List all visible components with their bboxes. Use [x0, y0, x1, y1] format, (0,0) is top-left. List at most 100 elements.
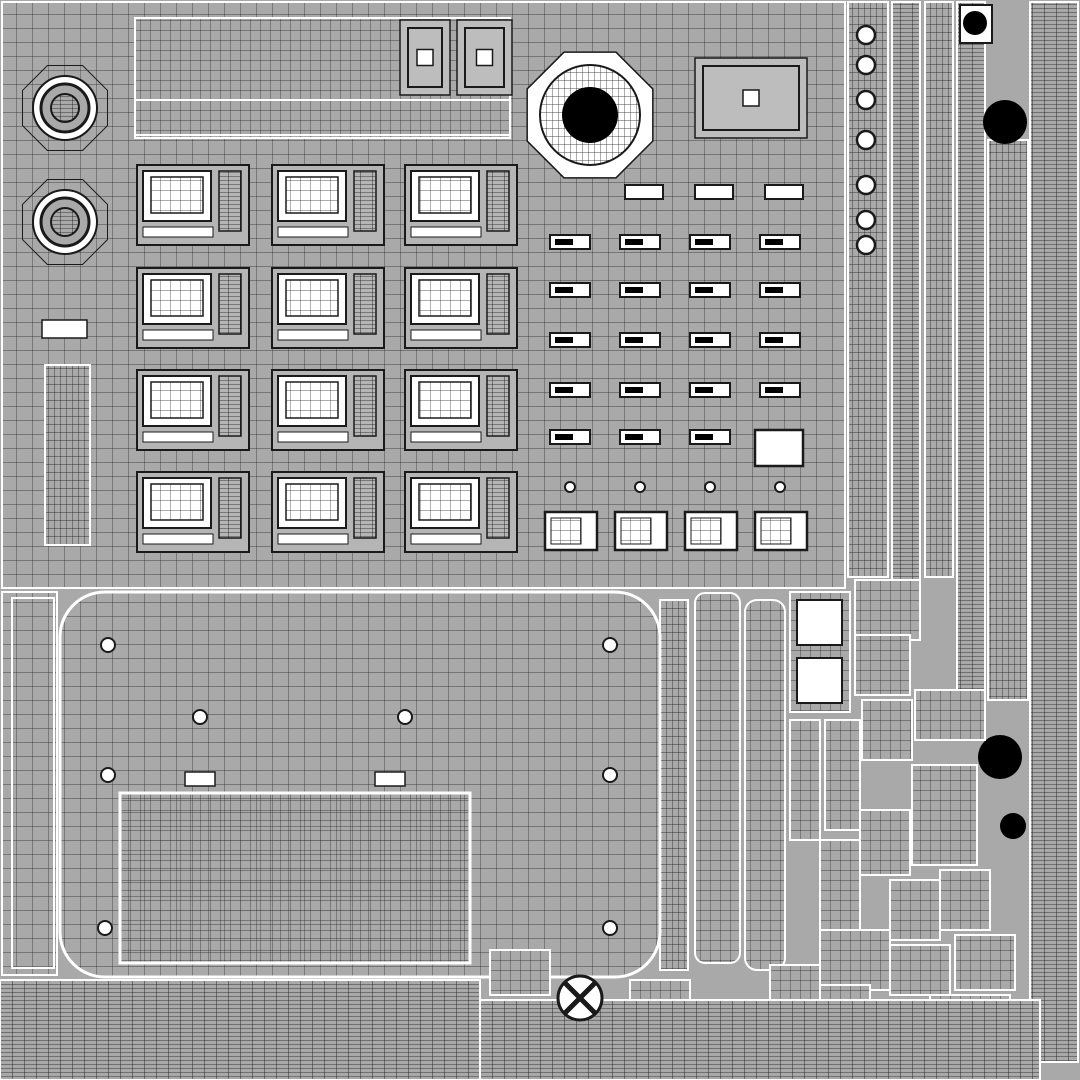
bolt-icon — [634, 481, 646, 493]
top-module-core-1 — [475, 48, 494, 67]
tile-screen-inner-0-2 — [418, 176, 472, 214]
top-button-2 — [764, 184, 804, 200]
bolt-icon — [602, 767, 618, 783]
bolt-icon — [97, 920, 113, 936]
right-strip-c — [924, 1, 954, 578]
button-plate-slot-3-1 — [625, 387, 643, 393]
tile-screen-inner-0-0 — [150, 176, 204, 214]
bolt-icon — [704, 481, 716, 493]
button-plate-slot-0-3 — [765, 239, 783, 245]
button-plate-slot-3-0 — [555, 387, 573, 393]
tile-bottom-bar-0-2 — [410, 226, 482, 238]
panel-block-13 — [954, 934, 1016, 991]
tile-screen-inner-1-1 — [285, 279, 339, 317]
round-hub-icon — [855, 209, 877, 231]
bolt-icon — [100, 637, 116, 653]
tile-bottom-bar-1-1 — [277, 329, 349, 341]
button-plate-slot-2-0 — [555, 337, 573, 343]
black-disc-icon — [1000, 813, 1026, 839]
round-hub-icon — [855, 89, 877, 111]
tile-side-strip-2-2 — [486, 375, 510, 437]
bolt-icon — [100, 767, 116, 783]
button-plate-slot-3-2 — [695, 387, 713, 393]
tile-side-strip-3-1 — [353, 477, 377, 539]
mini-module-b — [796, 657, 843, 704]
lower-box-inner-1 — [620, 517, 652, 545]
panel-block-6 — [911, 764, 978, 866]
lower-box-inner-2 — [690, 517, 722, 545]
top-module-inner-1 — [464, 27, 505, 88]
panel-block-12 — [889, 944, 951, 996]
tile-bottom-bar-1-2 — [410, 329, 482, 341]
tile-bottom-bar-0-0 — [142, 226, 214, 238]
top-module-core-2 — [742, 89, 760, 107]
right-strip-d — [956, 1, 986, 693]
tile-screen-inner-2-2 — [418, 381, 472, 419]
left-small-plate — [41, 319, 88, 339]
panel-block-8 — [819, 839, 861, 931]
tile-side-strip-1-0 — [218, 273, 242, 335]
button-plate-slot-1-0 — [555, 287, 573, 293]
inner-grid-panel — [118, 791, 472, 965]
lower-box-top — [753, 428, 805, 468]
bottom-left-side — [1, 591, 58, 976]
right-strip-e — [987, 139, 1029, 701]
tile-bottom-bar-2-0 — [142, 431, 214, 443]
vent-cross — [563, 981, 597, 1015]
right-strip-b — [891, 1, 921, 583]
tile-screen-inner-3-2 — [418, 483, 472, 521]
bolt-icon — [397, 709, 413, 725]
top-header-strip — [134, 17, 511, 139]
tile-screen-inner-2-1 — [285, 381, 339, 419]
button-plate-slot-1-3 — [765, 287, 783, 293]
tile-screen-inner-3-0 — [150, 483, 204, 521]
hinge-left — [184, 771, 216, 787]
tile-bottom-bar-2-1 — [277, 431, 349, 443]
round-hub-icon — [963, 11, 987, 35]
panel-block-9 — [889, 879, 941, 941]
tile-side-strip-3-2 — [486, 477, 510, 539]
tile-bottom-bar-3-1 — [277, 533, 349, 545]
vent-core-1 — [50, 207, 80, 237]
tile-side-strip-0-0 — [218, 170, 242, 232]
vent-octagon-1 — [22, 179, 108, 265]
button-plate-slot-0-2 — [695, 239, 713, 245]
tile-side-strip-1-1 — [353, 273, 377, 335]
round-hub-icon — [855, 129, 877, 151]
tile-side-strip-0-2 — [486, 170, 510, 232]
bottom-left-side-inner — [11, 597, 55, 969]
panel-block-7 — [859, 809, 911, 876]
tile-side-strip-0-1 — [353, 170, 377, 232]
button-plate-slot-4-2 — [695, 434, 713, 440]
lower-box-inner-0 — [550, 517, 582, 545]
button-plate-slot-4-0 — [555, 434, 573, 440]
tile-screen-inner-0-1 — [285, 176, 339, 214]
top-module-inner-0 — [407, 27, 443, 88]
tile-bottom-bar-3-2 — [410, 533, 482, 545]
panel-block-1 — [824, 719, 861, 831]
hinge-right — [374, 771, 406, 787]
tile-bottom-bar-1-0 — [142, 329, 214, 341]
vertical-rail-1 — [659, 599, 689, 971]
tile-screen-inner-1-0 — [150, 279, 204, 317]
header-strip-lower — [134, 99, 511, 136]
top-button-1 — [694, 184, 734, 200]
right-edge-strip — [1029, 1, 1079, 1063]
vertical-rail-3 — [744, 599, 786, 971]
mini-module-a — [796, 599, 843, 646]
left-tall-strip — [44, 364, 91, 546]
round-hub-core — [562, 87, 618, 143]
bolt-icon — [192, 709, 208, 725]
tile-side-strip-3-0 — [218, 477, 242, 539]
button-plate-slot-2-3 — [765, 337, 783, 343]
lower-box-inner-3 — [760, 517, 792, 545]
tile-side-strip-1-2 — [486, 273, 510, 335]
button-plate-slot-0-1 — [625, 239, 643, 245]
round-hub-icon — [855, 24, 877, 46]
tile-screen-inner-3-1 — [285, 483, 339, 521]
top-module-inner-2 — [702, 65, 800, 131]
panel-block-0 — [789, 719, 821, 841]
vent-core-0 — [50, 93, 80, 123]
tile-screen-inner-2-0 — [150, 381, 204, 419]
